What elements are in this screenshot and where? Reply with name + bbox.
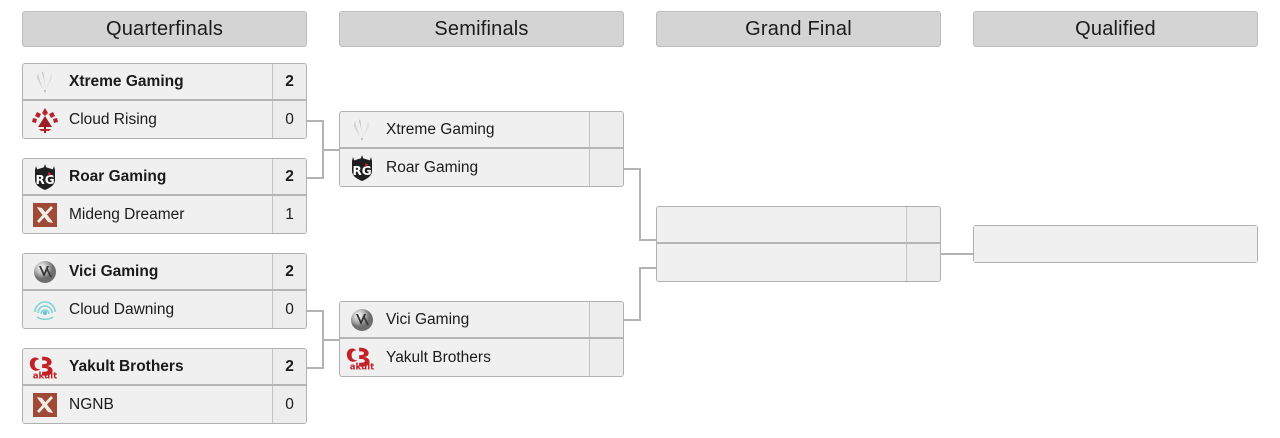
team-score: 1 [272,196,306,233]
team-name: Roar Gaming [386,158,479,176]
team-name: Vici Gaming [386,310,470,328]
cloud-rising-logo [27,105,63,135]
team-score [589,339,623,376]
team-name: NGNB [69,395,114,413]
team-score [589,112,623,147]
connector-qf1-v [322,120,324,151]
vici-gaming-logo [344,305,380,335]
yakult-brothers-logo: akult [344,343,380,373]
team-score: 0 [272,291,306,328]
match-quarterfinal-1[interactable]: Xtreme Gaming 2 Cloud Risi [22,63,307,139]
connector-qf2-h [306,177,324,179]
svg-text:akult: akult [350,362,374,372]
connector-qf2-v [322,149,324,179]
match-semifinal-2[interactable]: Vici Gaming akult Yakult Brothers [339,301,624,377]
connector-sf2-out-h [623,319,641,321]
roar-gaming-logo: RG [344,153,380,183]
team-score: 2 [272,349,306,384]
connector-sf1-out-h [623,168,641,170]
round-header-label: Qualified [1075,17,1156,40]
yakult-brothers-logo: akult [27,352,63,382]
team-score: 0 [272,101,306,138]
match-quarterfinal-2[interactable]: RG Roar Gaming 2 Mideng Dreamer 1 [22,158,307,234]
team-score: 2 [272,159,306,194]
team-score [589,149,623,186]
cloud-dawning-logo [27,295,63,325]
round-header-semifinals: Semifinals [339,11,624,47]
round-header-qualified: Qualified [973,11,1258,47]
connector-sf1-in [322,149,341,151]
svg-text:RG: RG [352,164,371,178]
round-header-label: Semifinals [434,17,529,40]
team-name: Cloud Rising [69,110,157,128]
match-team-row[interactable]: Cloud Rising 0 [23,101,306,138]
match-team-row[interactable]: NGNB 0 [23,386,306,423]
qualified-team-row[interactable] [974,226,1257,262]
match-team-row[interactable]: Vici Gaming [340,302,623,339]
roar-gaming-logo: RG [27,162,63,192]
match-team-row[interactable]: Xtreme Gaming 2 [23,64,306,101]
xtreme-gaming-logo [344,115,380,145]
match-team-row[interactable]: akult Yakult Brothers [340,339,623,376]
match-team-row[interactable] [657,244,940,281]
team-score: 0 [272,386,306,423]
team-name: Yakult Brothers [69,357,184,375]
match-team-row[interactable]: Xtreme Gaming [340,112,623,149]
team-score [906,207,940,242]
match-team-row[interactable]: RG Roar Gaming [340,149,623,186]
match-grand-final[interactable] [656,206,941,282]
round-header-label: Grand Final [745,17,852,40]
team-score: 2 [272,254,306,289]
vici-gaming-logo [27,257,63,287]
connector-qf3-h [306,310,324,312]
team-name: Roar Gaming [69,167,167,185]
connector-gf-in-top [639,239,658,241]
match-team-row[interactable]: RG Roar Gaming 2 [23,159,306,196]
team-score [589,302,623,337]
team-name: Xtreme Gaming [69,72,184,90]
connector-qf1-h [306,120,324,122]
team-name: Xtreme Gaming [386,120,495,138]
team-name: Vici Gaming [69,262,159,280]
match-quarterfinal-4[interactable]: akult Yakult Brothers 2 NGNB 0 [22,348,307,424]
team-logo-placeholder [978,229,1014,259]
match-team-row[interactable]: Vici Gaming 2 [23,254,306,291]
match-semifinal-1[interactable]: Xtreme Gaming RG Roar Gaming [339,111,624,187]
round-header-label: Quarterfinals [105,17,224,40]
connector-gf-out-h [940,253,956,255]
dota-default-logo [27,390,63,420]
team-logo-placeholder [661,248,697,278]
connector-qf4-h [306,367,324,369]
connector-gf-in-bottom [639,267,658,269]
connector-sf1-out-v [639,168,641,240]
team-score [906,244,940,281]
match-team-row[interactable]: Mideng Dreamer 1 [23,196,306,233]
qualified-slot[interactable] [973,225,1258,263]
team-name: Mideng Dreamer [69,205,185,223]
match-team-row[interactable]: akult Yakult Brothers 2 [23,349,306,386]
match-team-row[interactable] [657,207,940,244]
connector-qf3-v [322,310,324,341]
svg-text:akult: akult [33,371,57,381]
connector-sf2-out-v [639,267,641,321]
svg-text:RG: RG [35,173,54,187]
team-score: 2 [272,64,306,99]
round-header-grand-final: Grand Final [656,11,941,47]
match-quarterfinal-3[interactable]: Vici Gaming 2 Cloud Dawning 0 [22,253,307,329]
connector-sf2-in [322,339,341,341]
team-logo-placeholder [661,210,697,240]
connector-qualified-in [956,253,974,255]
connector-qf4-v [322,339,324,369]
team-name: Cloud Dawning [69,300,175,318]
xtreme-gaming-logo [27,67,63,97]
match-team-row[interactable]: Cloud Dawning 0 [23,291,306,328]
team-name: Yakult Brothers [386,348,491,366]
round-header-quarterfinals: Quarterfinals [22,11,307,47]
dota-default-logo [27,200,63,230]
